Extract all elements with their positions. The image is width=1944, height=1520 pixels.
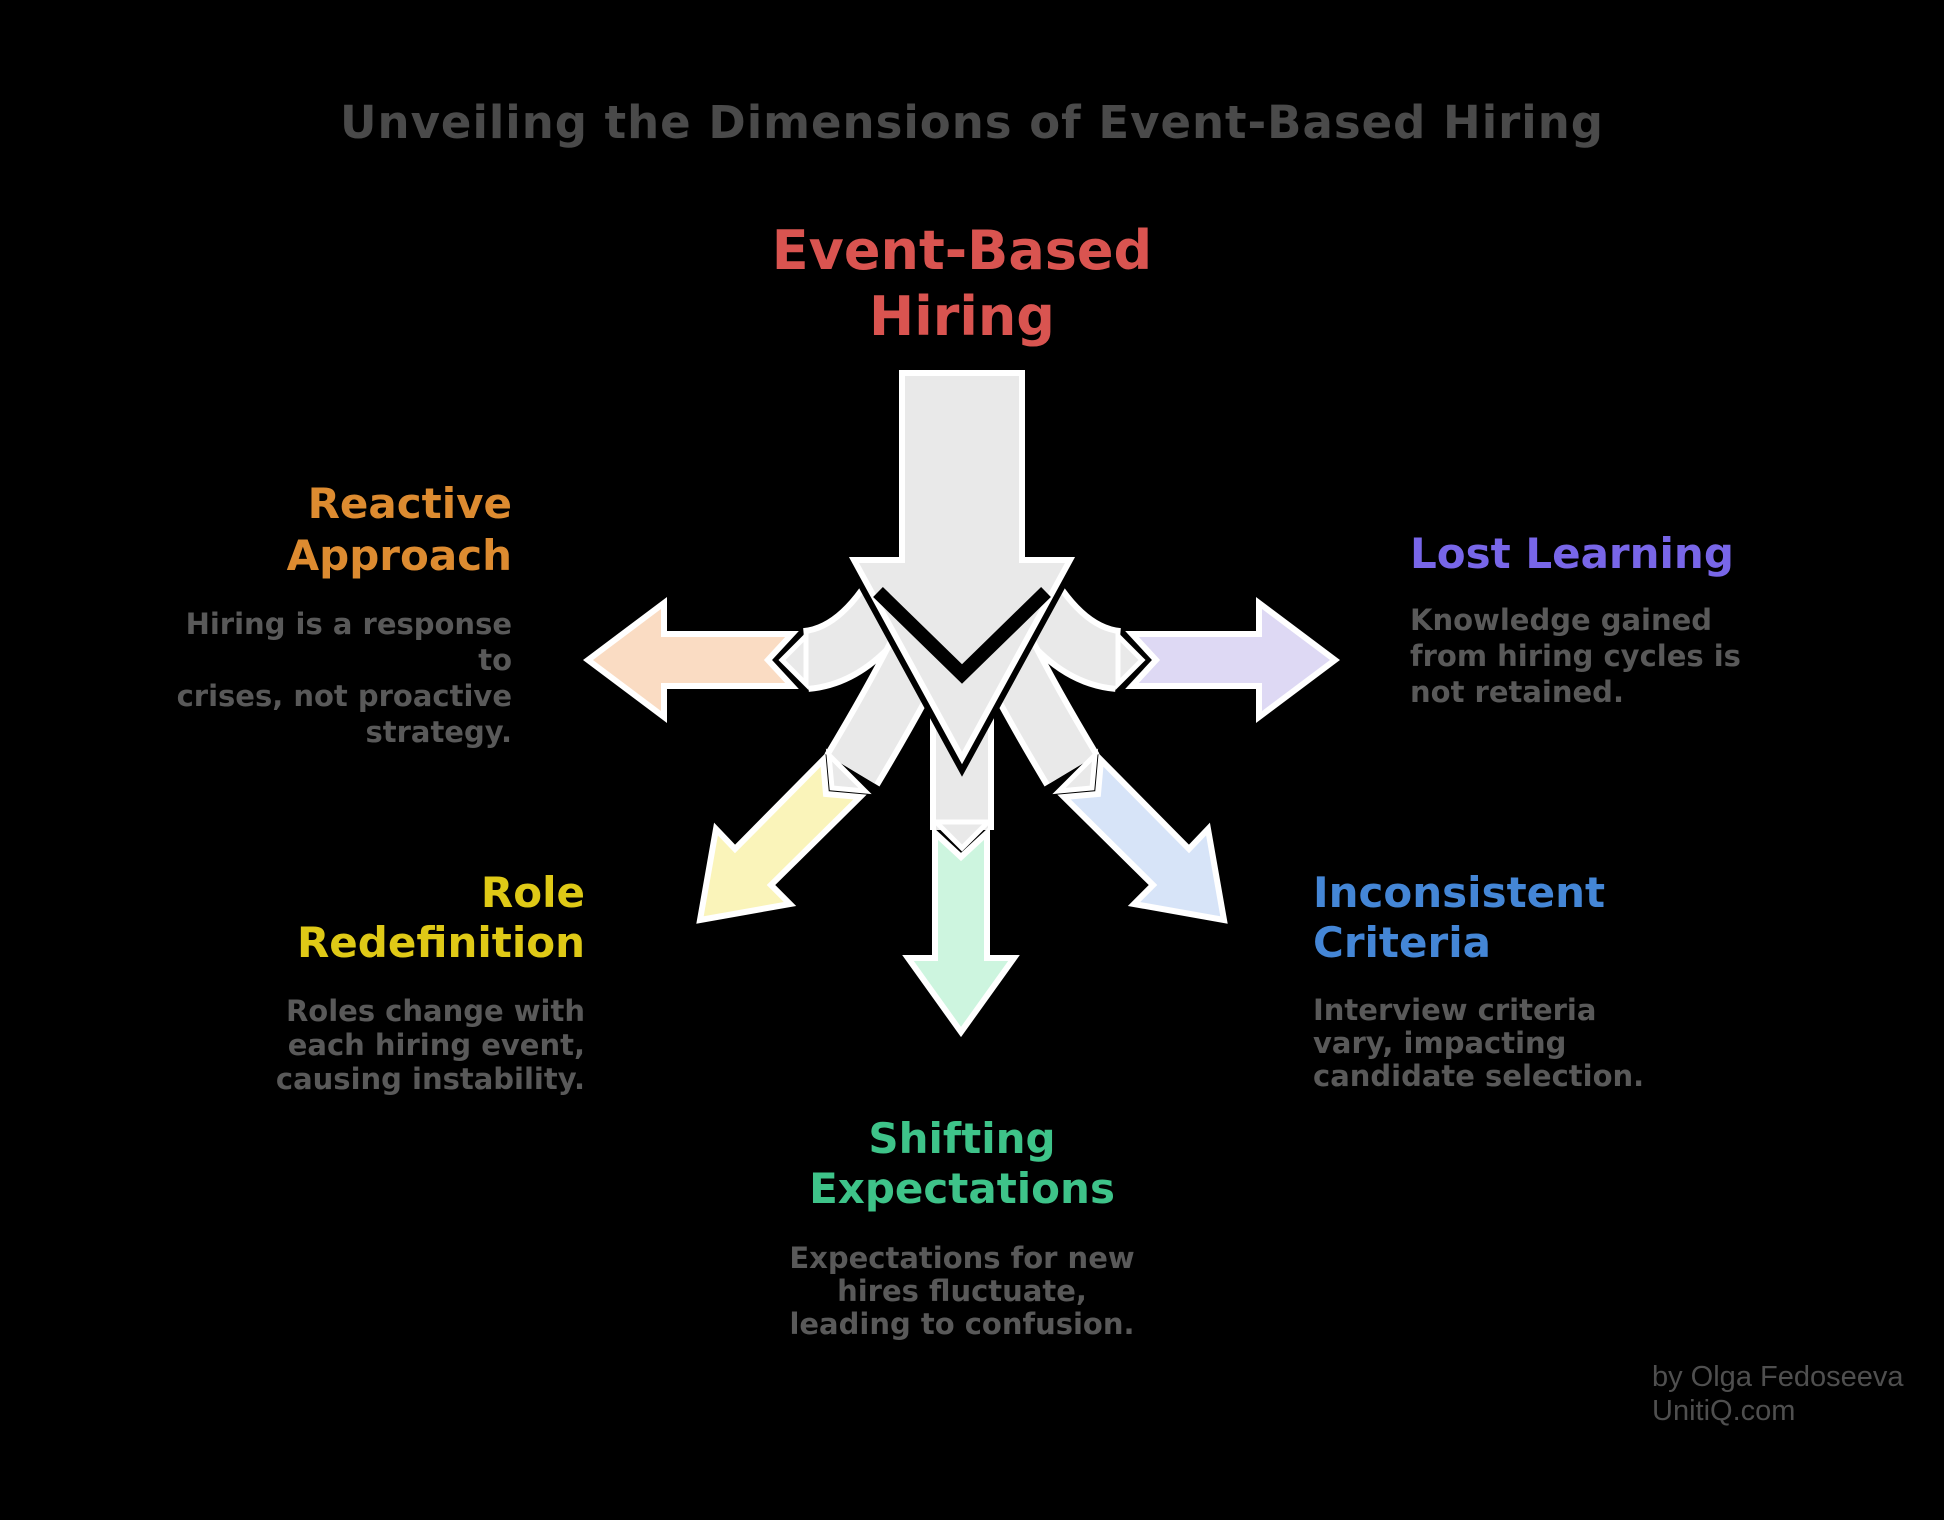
role-redefinition-arrow (696, 753, 867, 924)
attribution: by Olga Fedoseeva UnitiQ.com (1652, 1361, 1904, 1427)
lost-learning-heading: Lost Learning (1410, 529, 1734, 578)
ribbon-tip-down (929, 819, 995, 852)
reactive-arrow (583, 597, 799, 723)
ribbon-tip-downright (1052, 748, 1099, 795)
ribbon-tip-left (778, 629, 809, 691)
node-inconsistent-criteria: Inconsistent Criteria Interview criteria… (1313, 868, 1713, 1093)
node-shifting-expectations: Shifting Expectations Expectations for n… (712, 1114, 1212, 1341)
node-reactive-approach: Reactive Approach Hiring is a response t… (160, 478, 512, 750)
inconsistent-criteria-arrow (1057, 753, 1228, 924)
shifting-expectations-heading: Shifting Expectations (809, 1114, 1115, 1213)
lost-learning-description: Knowledge gained from hiring cycles is n… (1410, 603, 1741, 709)
ribbon-tip-right (1115, 629, 1146, 691)
inconsistent-criteria-description: Interview criteria vary, impacting candi… (1313, 993, 1645, 1093)
lost-learning-arrow (1125, 597, 1340, 723)
role-redefinition-description: Roles change with each hiring event, cau… (275, 994, 585, 1096)
role-redefinition-heading: Role Redefinition (296, 868, 585, 967)
main-down-arrow (848, 370, 1076, 765)
shifting-expectations-description: Expectations for new hires fluctuate, le… (789, 1241, 1135, 1341)
reactive-approach-heading: Reactive Approach (286, 479, 512, 580)
page-title: Unveiling the Dimensions of Event-Based … (340, 96, 1604, 149)
node-role-redefinition: Role Redefinition Roles change with each… (225, 868, 585, 1096)
ribbon-tip-downleft (825, 748, 872, 795)
inconsistent-criteria-heading: Inconsistent Criteria (1313, 868, 1606, 967)
main-arrow-notch (873, 586, 1051, 684)
central-topic-heading: Event-Based Hiring (771, 219, 1153, 348)
reactive-approach-description: Hiring is a response to crises, not proa… (176, 607, 512, 749)
node-lost-learning: Lost Learning Knowledge gained from hiri… (1410, 528, 1790, 710)
shifting-expectations-arrow (902, 826, 1020, 1038)
